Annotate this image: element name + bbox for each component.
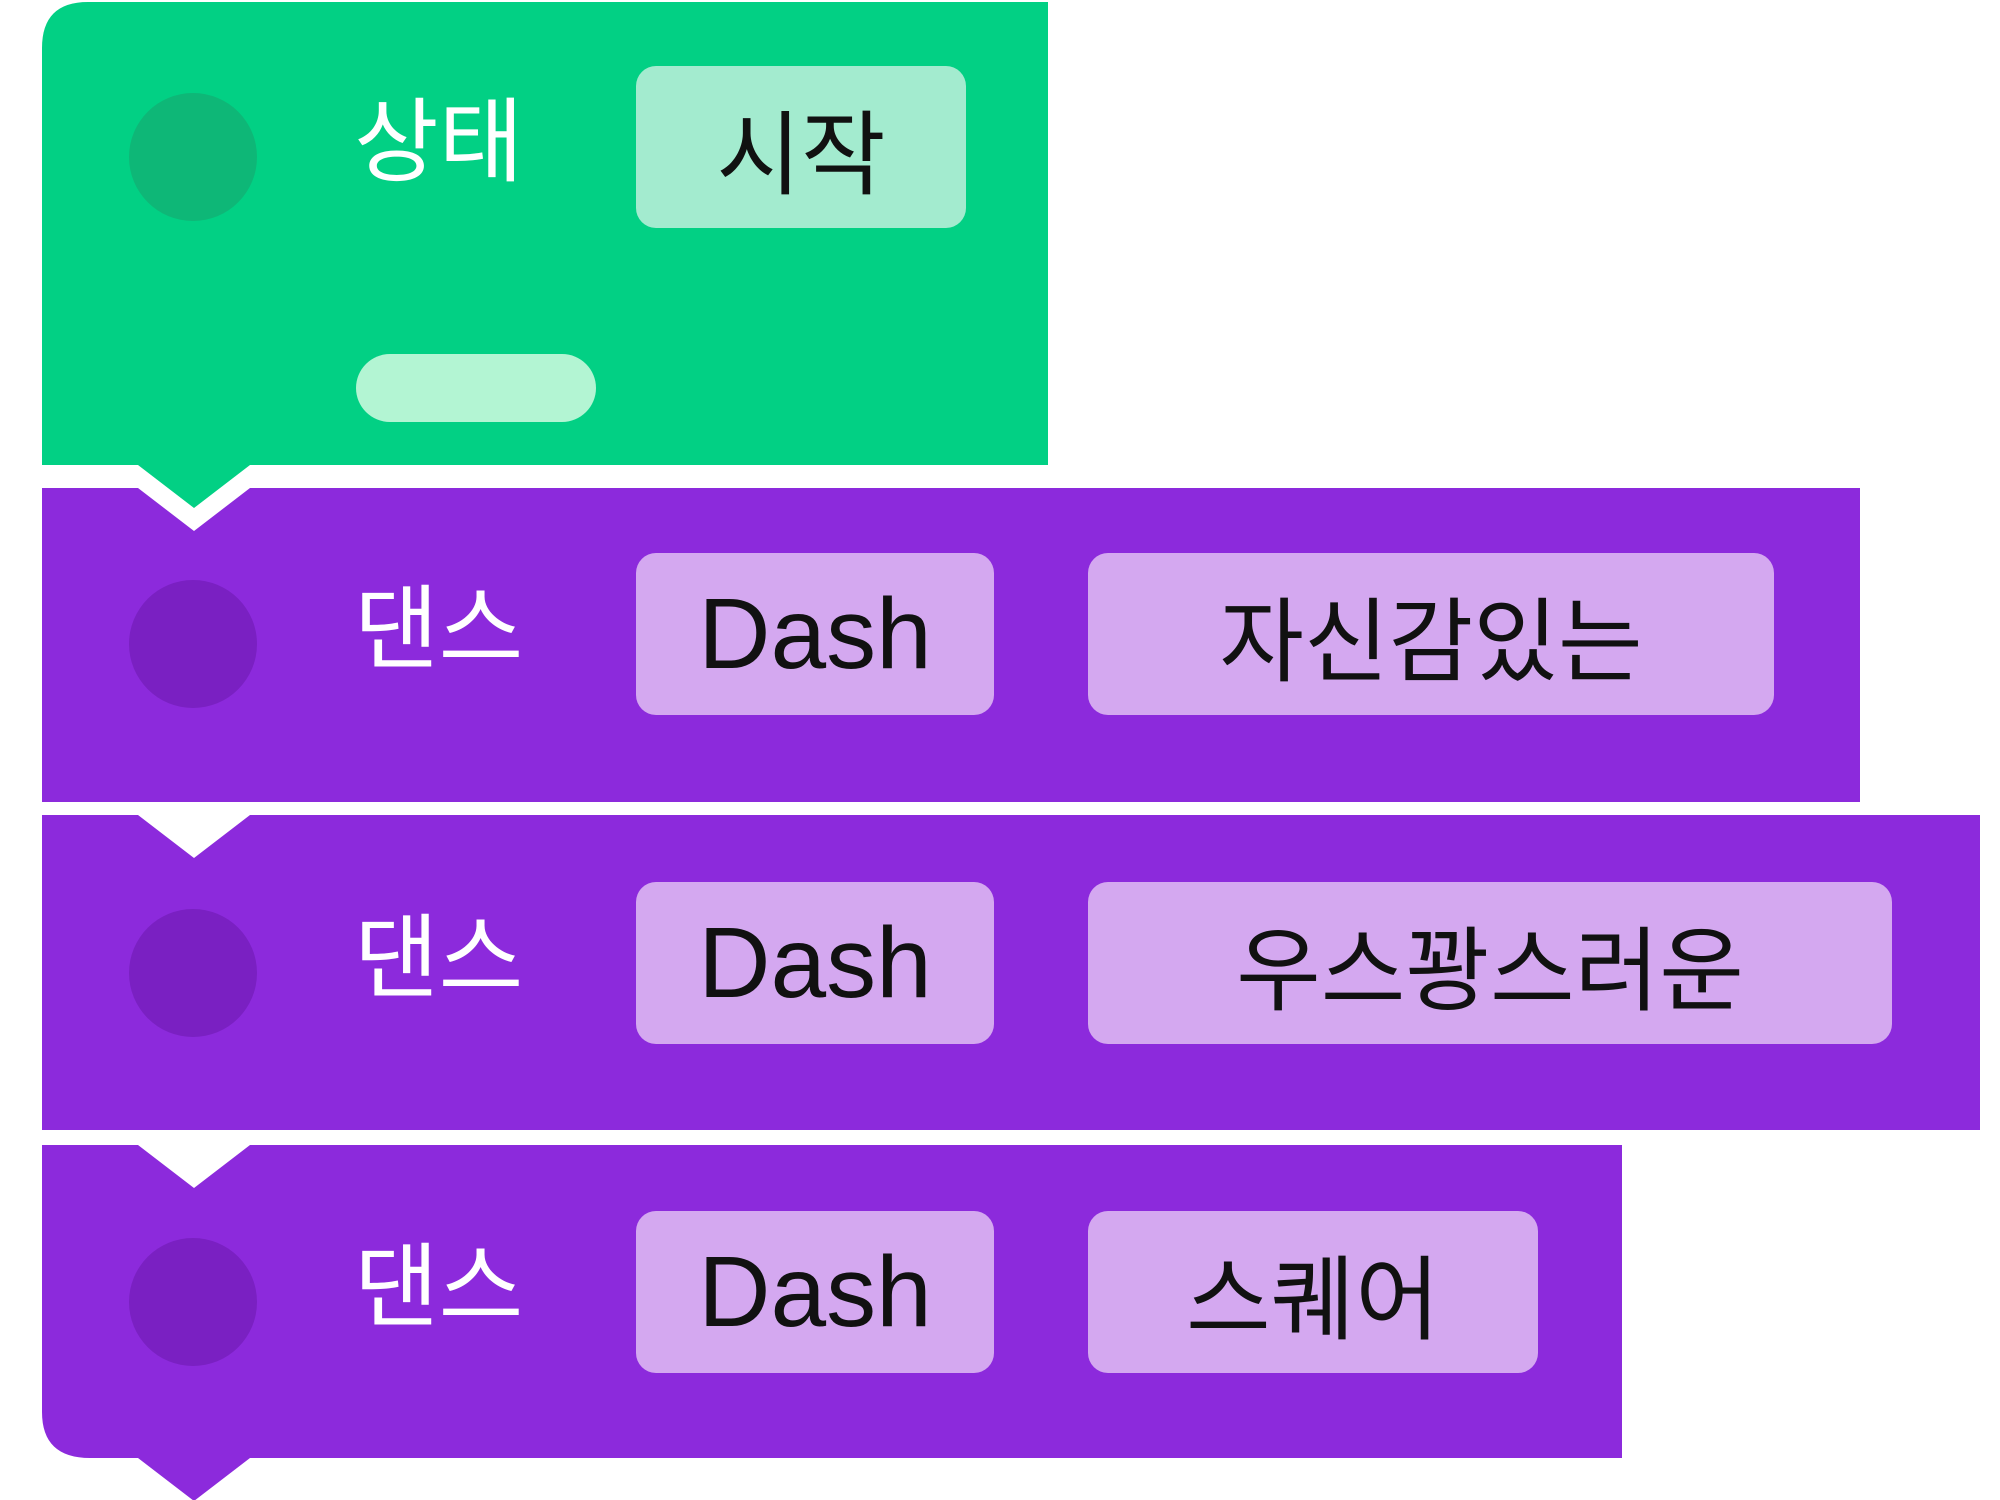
dance-move-chip[interactable]: 우스꽝스러운 (1088, 882, 1892, 1044)
robot-select-chip[interactable]: Dash (636, 1211, 994, 1373)
dance-block-label: 댄스 (354, 905, 524, 1012)
dance-move-chip[interactable]: 자신감있는 (1088, 553, 1774, 715)
event-handle-icon[interactable] (129, 93, 257, 221)
dance-block-label: 댄스 (354, 576, 524, 683)
dance-move-chip[interactable]: 스퀘어 (1088, 1211, 1538, 1373)
robot-select-chip[interactable]: Dash (636, 882, 994, 1044)
dance-block-label: 댄스 (354, 1234, 524, 1341)
robot-select-chip[interactable]: Dash (636, 553, 994, 715)
dance-handle-icon[interactable] (129, 1238, 257, 1366)
event-add-pill[interactable] (356, 354, 596, 422)
event-block-label: 상태 (354, 89, 524, 196)
dance-handle-icon[interactable] (129, 580, 257, 708)
dance-handle-icon[interactable] (129, 909, 257, 1037)
state-value-chip[interactable]: 시작 (636, 66, 966, 228)
